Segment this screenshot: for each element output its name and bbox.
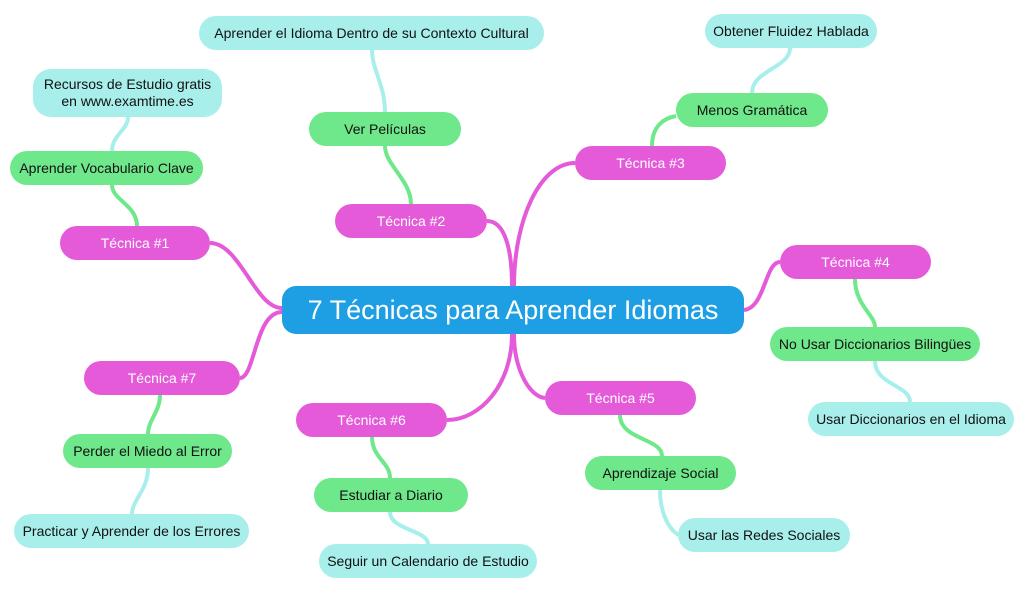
connector-central-tech3 [512, 161, 576, 287]
connector-tech7-primary [146, 394, 162, 435]
technique-2-node[interactable]: Técnica #2 [335, 204, 487, 238]
connector-tech2-primary [383, 145, 413, 205]
technique-6-node[interactable]: Técnica #6 [296, 403, 447, 437]
connector-central-tech2 [486, 219, 514, 287]
central-topic[interactable]: 7 Técnicas para Aprender Idiomas [282, 286, 744, 334]
technique-1-secondary-line1: Recursos de Estudio gratis [43, 76, 212, 93]
technique-7-secondary-node[interactable]: Practicar y Aprender de los Errores [14, 514, 249, 548]
connector-central-tech7 [239, 310, 283, 380]
technique-5-node[interactable]: Técnica #5 [545, 381, 696, 415]
technique-7-primary-node[interactable]: Perder el Miedo al Error [63, 434, 232, 468]
technique-3-secondary-node[interactable]: Obtener Fluidez Hablada [705, 14, 877, 48]
connector-central-tech4 [743, 260, 781, 312]
technique-2-primary-node[interactable]: Ver Películas [309, 112, 461, 146]
connector-primary1-secondary [110, 116, 130, 152]
technique-1-secondary-line2: en www.examtime.es [61, 93, 194, 109]
technique-1-secondary-node[interactable]: Recursos de Estudio gratis en www.examti… [33, 69, 222, 117]
technique-6-secondary-node[interactable]: Seguir un Calendario de Estudio [319, 544, 537, 578]
technique-7-node[interactable]: Técnica #7 [84, 361, 240, 395]
connector-primary4-secondary [873, 360, 912, 403]
connector-tech5-primary [618, 414, 664, 457]
connector-primary5-secondary [658, 489, 681, 537]
technique-4-node[interactable]: Técnica #4 [780, 245, 931, 279]
connector-tech3-primary [650, 114, 677, 147]
technique-4-primary-node[interactable]: No Usar Diccionarios Bilingües [770, 327, 980, 361]
connector-tech1-primary [110, 184, 139, 227]
technique-1-node[interactable]: Técnica #1 [60, 226, 210, 260]
connector-primary6-secondary [388, 511, 430, 545]
connector-primary7-secondary [130, 467, 150, 515]
connector-central-tech1 [209, 241, 283, 310]
connector-central-tech6 [446, 333, 514, 422]
technique-5-primary-node[interactable]: Aprendizaje Social [585, 456, 736, 490]
technique-2-secondary-node[interactable]: Aprender el Idioma Dentro de su Contexto… [199, 16, 544, 50]
technique-3-primary-node[interactable]: Menos Gramática [676, 93, 828, 127]
technique-5-secondary-node[interactable]: Usar las Redes Sociales [678, 518, 850, 552]
technique-3-node[interactable]: Técnica #3 [575, 146, 726, 180]
connector-tech6-primary [370, 436, 392, 479]
connector-primary2-secondary [370, 49, 387, 113]
technique-4-secondary-node[interactable]: Usar Diccionarios en el Idioma [808, 402, 1014, 436]
technique-1-primary-node[interactable]: Aprender Vocabulario Clave [10, 151, 203, 185]
technique-6-primary-node[interactable]: Estudiar a Diario [314, 478, 468, 512]
connector-central-tech5 [512, 333, 546, 400]
connector-primary3-secondary [750, 47, 792, 94]
connector-tech4-primary [853, 278, 877, 328]
